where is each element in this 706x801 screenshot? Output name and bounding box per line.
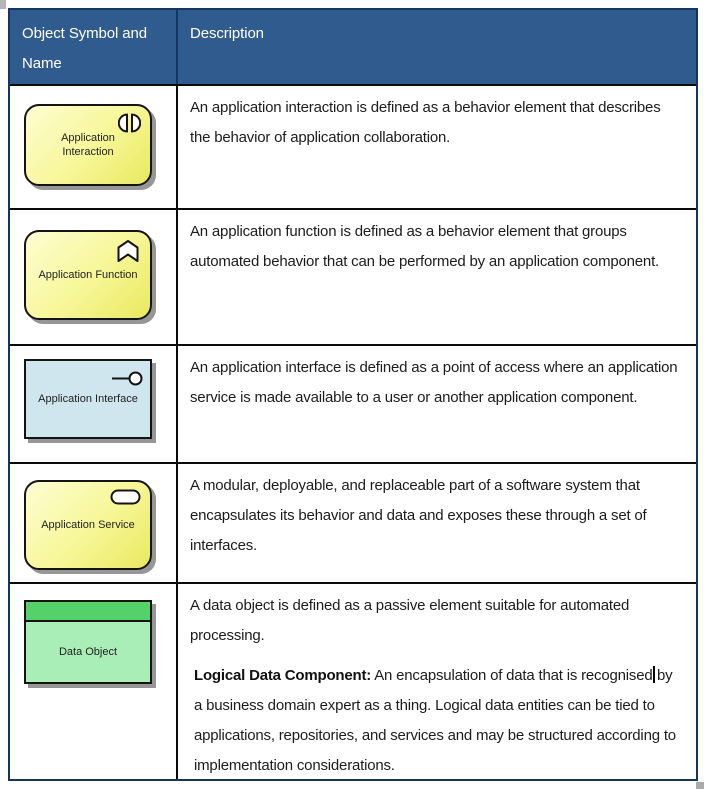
text-cursor-caret [653,666,655,683]
description-text: An application interface is defined as a… [190,359,678,406]
table-row: Application Function An application func… [10,208,696,344]
description-cell[interactable]: A data object is defined as a passive el… [178,584,696,779]
logical-data-component-label: Logical Data Component: [194,667,372,684]
description-text: Logical Data Component: An encapsulation… [190,661,682,781]
header-cell-object-symbol[interactable]: Object Symbol and Name [10,10,178,84]
symbol-label: Application Service [41,519,135,531]
description-text: A modular, deployable, and replaceable p… [190,477,647,554]
description-segment: by a business domain expert as a thing. … [194,667,676,774]
table-row: Data Object A data object is defined as … [10,582,696,779]
description-text: An application function is defined as a … [190,223,660,270]
header-cell-description[interactable]: Description [190,25,264,42]
description-cell[interactable]: An application function is defined as a … [178,210,696,344]
table-move-handle[interactable] [0,0,6,9]
symbol-label: Application Interaction [61,132,115,158]
symbol-cell: Application Interface [10,346,178,462]
application-interface-shape[interactable]: Application Interface [24,359,152,439]
symbol-label: Application Function [38,269,138,281]
symbol-description-table: Object Symbol and Name Description Appli… [8,8,698,781]
data-object-header-band [26,602,150,622]
description-segment: An encapsulation of data that is recogni… [371,667,653,684]
table-header-row: Object Symbol and Name Description [10,10,696,84]
description-text: A data object is defined as a passive el… [190,597,630,644]
table-resize-handle[interactable] [696,782,704,789]
description-text: An application interaction is defined as… [190,99,661,146]
symbol-cell: Application Interaction [10,86,178,208]
symbol-cell: Application Service [10,464,178,582]
symbol-label: Application Interface [38,393,138,405]
application-service-shape[interactable]: Application Service [24,480,152,570]
description-cell[interactable]: An application interaction is defined as… [178,86,696,208]
symbol-cell: Data Object [10,584,178,779]
table-row: Application Interaction An application i… [10,84,696,208]
interaction-icon [118,113,141,133]
service-icon [110,489,141,505]
function-icon [115,239,141,264]
table-row: Application Service A modular, deployabl… [10,462,696,582]
description-cell[interactable]: A modular, deployable, and replaceable p… [178,464,696,582]
description-cell[interactable]: An application interface is defined as a… [178,346,696,462]
data-object-shape[interactable]: Data Object [24,600,152,684]
interface-icon [111,371,143,386]
table-row: Application Interface An application int… [10,344,696,462]
application-interaction-shape[interactable]: Application Interaction [24,104,152,186]
symbol-cell: Application Function [10,210,178,344]
application-function-shape[interactable]: Application Function [24,230,152,320]
symbol-label: Data Object [58,646,118,658]
